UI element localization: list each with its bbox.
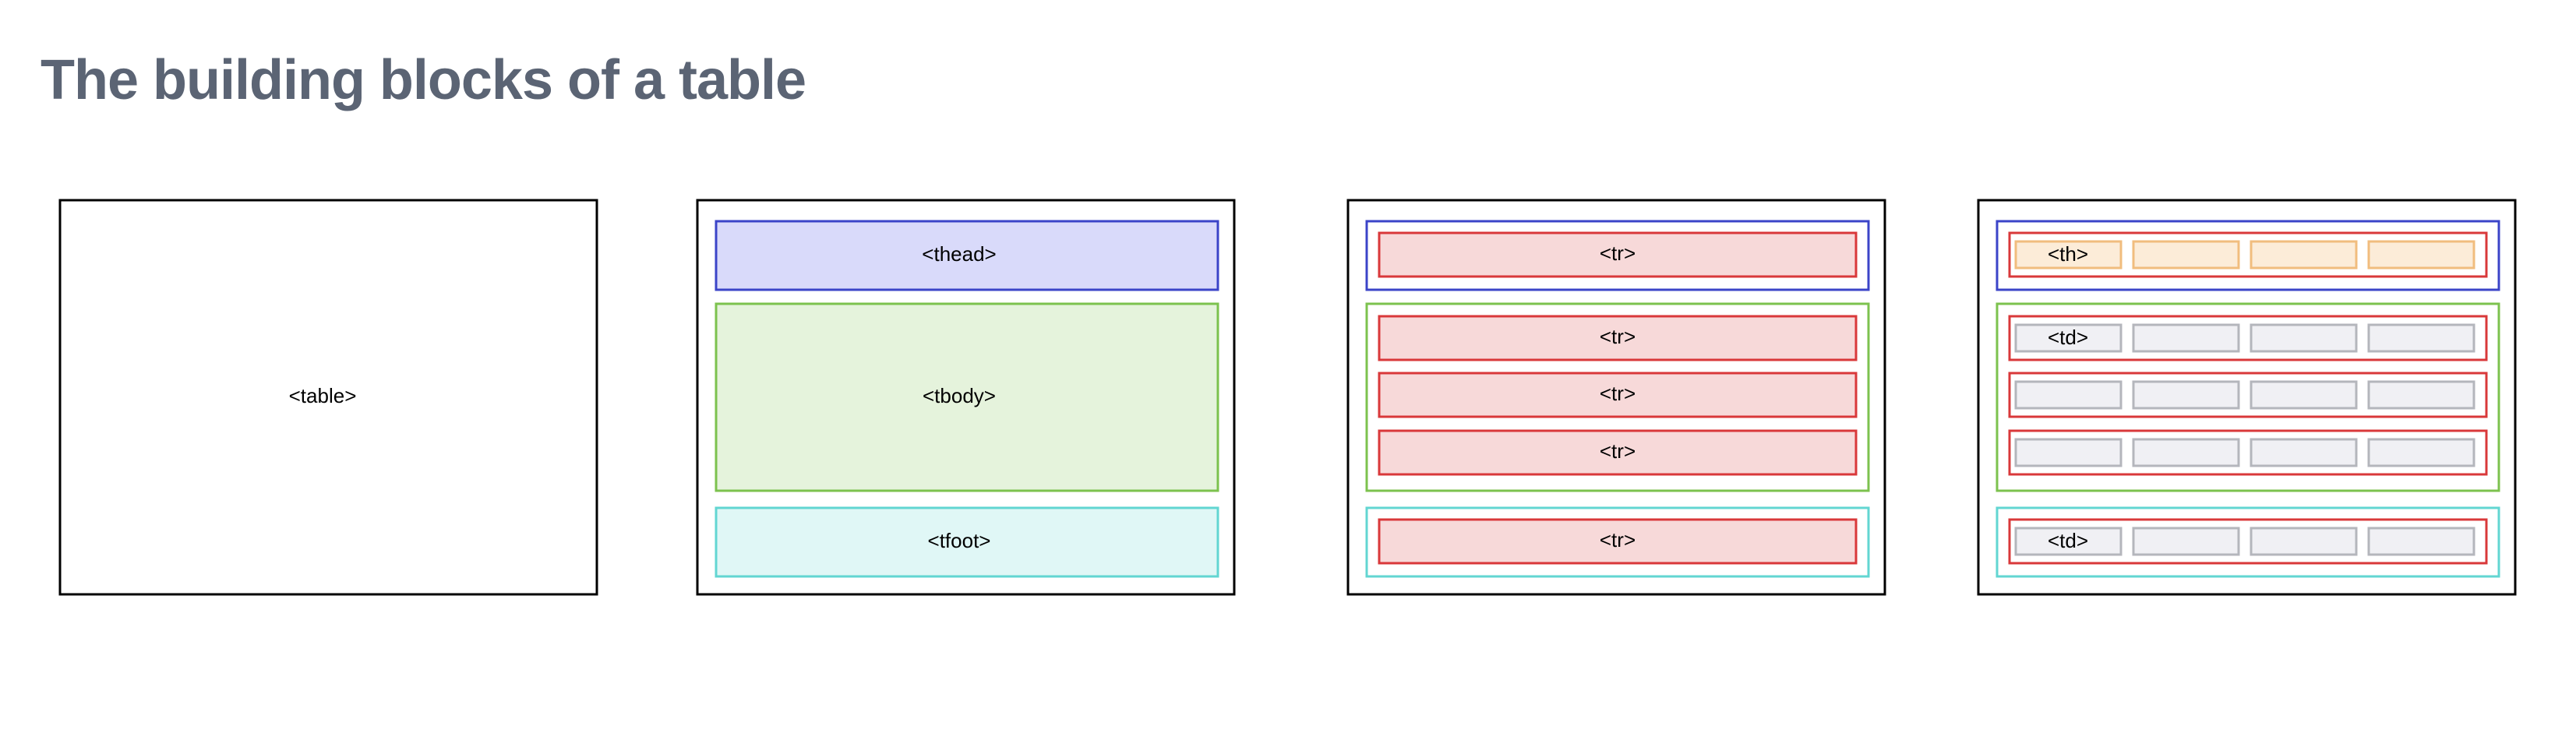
tr-label: <tr> <box>1600 325 1636 348</box>
td-cell <box>2250 323 2358 353</box>
td-cell <box>2367 527 2475 556</box>
td-cell <box>2014 527 2123 556</box>
table-label: <table> <box>289 384 357 407</box>
td-cell <box>2250 380 2358 410</box>
panel-rows: <tr> <tr> <tr> <tr> <tr> <box>1346 199 1886 596</box>
td-cell <box>2014 323 2123 353</box>
tbody-label: <tbody> <box>923 384 996 407</box>
td-cell <box>2132 380 2240 410</box>
panel-sections: <thead> <tbody> <tfoot> <box>696 199 1236 596</box>
tr-box <box>1378 518 1858 565</box>
td-cell <box>2132 527 2240 556</box>
tr-label: <tr> <box>1600 528 1636 551</box>
td-cell <box>2250 438 2358 467</box>
td-cell <box>2132 323 2240 353</box>
tr-box <box>1378 315 1858 361</box>
td-label: <td> <box>2048 529 2088 552</box>
th-cell <box>2014 240 2123 270</box>
thead-box <box>715 220 1219 291</box>
tbody-box <box>715 302 1219 492</box>
td-cell <box>2367 438 2475 467</box>
td-cell <box>2367 380 2475 410</box>
td-label: <td> <box>2048 326 2088 349</box>
td-cell <box>2014 380 2123 410</box>
tr-label: <tr> <box>1600 439 1636 463</box>
panel-table: <table> <box>58 199 598 596</box>
tfoot-label: <tfoot> <box>928 529 991 552</box>
th-cell <box>2250 240 2358 270</box>
td-cell <box>2014 438 2123 467</box>
tr-box <box>1378 429 1858 476</box>
th-cell <box>2132 240 2240 270</box>
th-label: <th> <box>2048 242 2088 266</box>
th-cell <box>2367 240 2475 270</box>
td-cell <box>2250 527 2358 556</box>
panel-cells: <th> <td> <td> <box>1977 199 2517 596</box>
tr-box <box>1378 372 1858 418</box>
table-outline <box>58 199 598 596</box>
page-title: The building blocks of a table <box>41 49 806 111</box>
td-cell <box>2367 323 2475 353</box>
tfoot-box <box>715 506 1219 578</box>
tr-label: <tr> <box>1600 382 1636 405</box>
td-cell <box>2132 438 2240 467</box>
tr-box <box>1378 231 1858 278</box>
tr-label: <tr> <box>1600 241 1636 265</box>
thead-label: <thead> <box>922 242 996 266</box>
